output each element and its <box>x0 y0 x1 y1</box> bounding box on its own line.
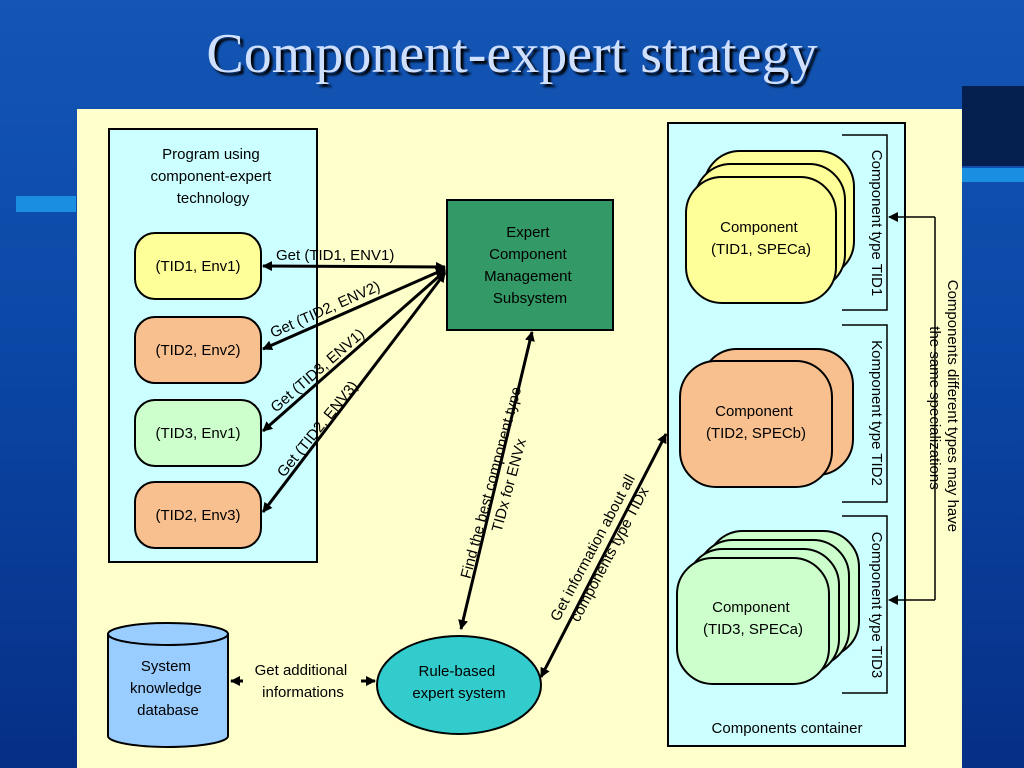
request-item-4-label: (TID2, Env3) <box>155 507 240 524</box>
component-card-2[interactable] <box>679 360 833 488</box>
knowledge-database-top <box>107 622 229 646</box>
find-best-label: Find the best component type TIDx for EN… <box>458 381 544 585</box>
slide-title: Component-expert strategy <box>206 23 818 85</box>
database-label: System knowledge database <box>130 658 206 719</box>
get-info-arrow <box>539 433 668 678</box>
decorative-bar-right <box>962 168 1024 182</box>
component-card-3-label: Component (TID3, SPECa) <box>703 599 803 638</box>
request-arrow-4 <box>261 272 447 513</box>
rule-based-system[interactable] <box>376 635 542 735</box>
component-card-3[interactable] <box>676 557 830 685</box>
expert-subsystem-label: Expert Component Management Subsystem <box>484 224 576 307</box>
component-card-1-label: Component (TID1, SPECa) <box>711 219 811 258</box>
component-card-2-label: Component (TID2, SPECb) <box>706 403 806 442</box>
type-bracket-3 <box>842 515 888 694</box>
type-label-1: Component type TID1 <box>868 150 885 296</box>
decorative-bar-left <box>16 196 76 212</box>
request-item-1-label: (TID1, Env1) <box>155 258 240 275</box>
additional-info-bg <box>243 660 361 702</box>
type-bracket-1 <box>842 134 888 311</box>
knowledge-database[interactable] <box>107 633 229 748</box>
request-label-1: Get (TID1, ENV1) <box>276 247 394 264</box>
request-item-4[interactable] <box>134 481 262 549</box>
diagram-canvas: Program using component-expert technolog… <box>77 109 962 768</box>
get-info-label: Get information about all components typ… <box>547 468 657 632</box>
request-arrow-1 <box>262 261 446 272</box>
request-item-1[interactable] <box>134 232 262 300</box>
type-label-2: Komponent type TID2 <box>868 340 885 486</box>
type-label-3: Component type TID3 <box>868 532 885 678</box>
diagram-svg: Program using component-expert technolog… <box>107 122 961 748</box>
request-item-3-label: (TID3, Env1) <box>155 425 240 442</box>
request-item-3[interactable] <box>134 399 262 467</box>
expert-subsystem-box[interactable] <box>446 199 614 331</box>
rule-based-label: Rule-based expert system <box>412 663 505 702</box>
components-container-label: Components container <box>712 720 863 737</box>
shared-spec-note: Components different types may have the … <box>926 280 961 537</box>
program-label: Program using component-expert technolog… <box>150 146 275 207</box>
type-bracket-2 <box>842 324 888 503</box>
find-best-arrow <box>458 331 535 630</box>
request-item-2[interactable] <box>134 316 262 384</box>
decorative-bar-dark <box>962 86 1024 166</box>
additional-info-label: Get additional informations <box>255 662 352 701</box>
request-item-2-label: (TID2, Env2) <box>155 342 240 359</box>
component-card-1[interactable] <box>685 176 837 304</box>
